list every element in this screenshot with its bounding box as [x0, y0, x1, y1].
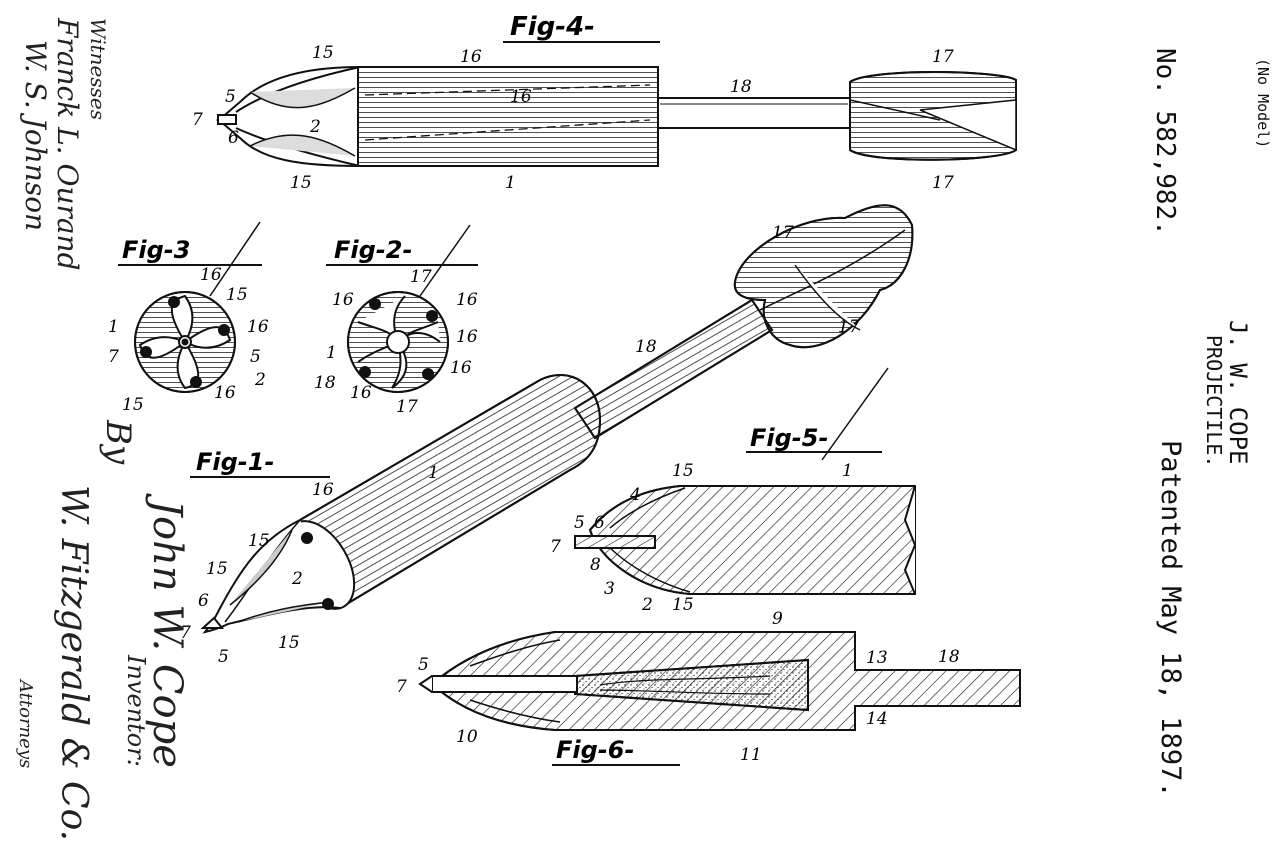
ref-numeral: 15: [206, 559, 228, 579]
witnesses-label: Witnesses: [86, 18, 110, 120]
ref-numeral: 5: [218, 647, 229, 667]
fig2-title: Fig-2-: [334, 236, 412, 264]
witness-signature: Franck L. Ourand: [51, 18, 84, 271]
ref-numeral: 17: [772, 223, 794, 243]
fig2-rear-view: [347, 224, 471, 393]
ref-numeral: 18: [938, 647, 960, 667]
ref-numeral: 16: [510, 87, 532, 107]
ref-numeral: 5: [250, 347, 261, 367]
ref-numeral: 1: [428, 463, 439, 483]
patent-date: Patented May 18, 1897.: [1155, 440, 1186, 798]
ref-numeral: 6: [228, 128, 239, 148]
ref-numeral: 16: [450, 358, 472, 378]
ref-numeral: 7: [108, 347, 119, 367]
ref-numeral: 6: [198, 591, 209, 611]
figure-titles: Fig-4- Fig-3 Fig-2- Fig-1- Fig-5- Fig-6-: [118, 12, 882, 766]
fig3-labels: 16 15 1 16 7 5 2 15 16: [108, 265, 269, 415]
ref-numeral: 7: [180, 623, 191, 643]
fig4-title: Fig-4-: [510, 12, 595, 42]
ref-numeral: 16: [350, 383, 372, 403]
ref-numeral: 16: [332, 290, 354, 310]
ref-numeral: 4: [629, 485, 641, 505]
ref-numeral: 7: [396, 677, 407, 697]
ref-numeral: 18: [314, 373, 336, 393]
attorney-signature: W. Fitzgerald & Co.: [53, 485, 94, 841]
inventor-signature: John W. Cope: [144, 500, 190, 768]
no-model-note: (No Model): [1254, 58, 1272, 149]
ref-numeral: 15: [312, 43, 334, 63]
fig5-section-view: [574, 367, 917, 595]
ref-numeral: 17: [932, 173, 954, 193]
ref-numeral: 16: [200, 265, 222, 285]
ref-numeral: 16: [456, 290, 478, 310]
fig1-labels: 17 17 18 1 16 15 15 2 6 7 5 15: [180, 223, 860, 667]
ref-numeral: 16: [247, 317, 269, 337]
ref-numeral: 1: [842, 461, 853, 481]
ref-numeral: 1: [505, 173, 516, 193]
ref-numeral: 15: [672, 461, 694, 481]
invention-title: PROJECTILE.: [1202, 335, 1226, 468]
fig5-title: Fig-5-: [750, 424, 828, 452]
patent-sheet: Fig-4- Fig-3 Fig-2- Fig-1- Fig-5- Fig-6-…: [15, 12, 1272, 841]
patent-drawing: Fig-4- Fig-3 Fig-2- Fig-1- Fig-5- Fig-6-…: [108, 12, 1021, 766]
ref-numeral: 5: [574, 513, 585, 533]
ref-numeral: 17: [396, 397, 418, 417]
ref-numeral: 15: [248, 531, 270, 551]
fig6-section-view: [418, 631, 1021, 731]
fig3-title: Fig-3: [122, 236, 190, 264]
inventor-label: Inventor:: [122, 655, 150, 767]
ref-numeral: 17: [410, 267, 432, 287]
ref-numeral: 7: [550, 537, 561, 557]
ref-numeral: 15: [122, 395, 144, 415]
ref-numeral: 16: [460, 47, 482, 67]
ref-numeral: 2: [254, 370, 266, 390]
ref-numeral: 2: [641, 595, 653, 615]
ref-numeral: 16: [214, 383, 236, 403]
ref-numeral: 15: [290, 173, 312, 193]
ref-numeral: 6: [594, 513, 605, 533]
ref-numeral: 18: [635, 337, 657, 357]
fig4-labels: 15 16 16 5 7 2 6 15 1 18 17 17: [192, 43, 954, 193]
fig5-labels: 1 15 4 5 6 7 8 3 2 15: [550, 461, 853, 615]
fig1-projectile-perspective: [200, 204, 914, 634]
patent-number: No. 582,982.: [1150, 48, 1180, 236]
ref-numeral: 1: [326, 343, 337, 363]
ref-numeral: 15: [226, 285, 248, 305]
ref-numeral: 16: [456, 327, 478, 347]
ref-numeral: 18: [730, 77, 752, 97]
ref-numeral: 3: [604, 579, 615, 599]
ref-numeral: 16: [312, 480, 334, 500]
ref-numeral: 1: [108, 317, 119, 337]
ref-numeral: 9: [772, 609, 783, 629]
fig3-end-view: [134, 221, 261, 393]
attorney-label: Attorneys: [15, 680, 36, 769]
fig4-projectile-side-view: [215, 66, 1017, 167]
ref-numeral: 5: [418, 655, 429, 675]
fig6-labels: 9 13 18 5 7 14 10 11: [396, 609, 960, 765]
ref-numeral: 14: [866, 709, 888, 729]
fig6-title: Fig-6-: [556, 736, 634, 764]
ref-numeral: 8: [590, 555, 601, 575]
ref-numeral: 17: [932, 47, 954, 67]
ref-numeral: 2: [291, 569, 303, 589]
ref-numeral: 15: [672, 595, 694, 615]
ref-numeral: 2: [309, 117, 321, 137]
fig2-labels: 17 16 16 1 16 18 16 17 16: [314, 267, 478, 417]
ref-numeral: 15: [278, 633, 300, 653]
ref-numeral: 7: [192, 110, 203, 130]
ref-numeral: 11: [740, 745, 762, 765]
ref-numeral: 5: [225, 87, 236, 107]
ref-numeral: 17: [838, 317, 860, 337]
ref-numeral: 13: [866, 648, 888, 668]
ref-numeral: 10: [456, 727, 478, 747]
fig1-title: Fig-1-: [196, 448, 274, 476]
witness-signature: W. S. Johnson: [19, 40, 52, 232]
inventor-name: J. W. COPE: [1224, 320, 1252, 465]
by-label: By: [98, 420, 138, 465]
